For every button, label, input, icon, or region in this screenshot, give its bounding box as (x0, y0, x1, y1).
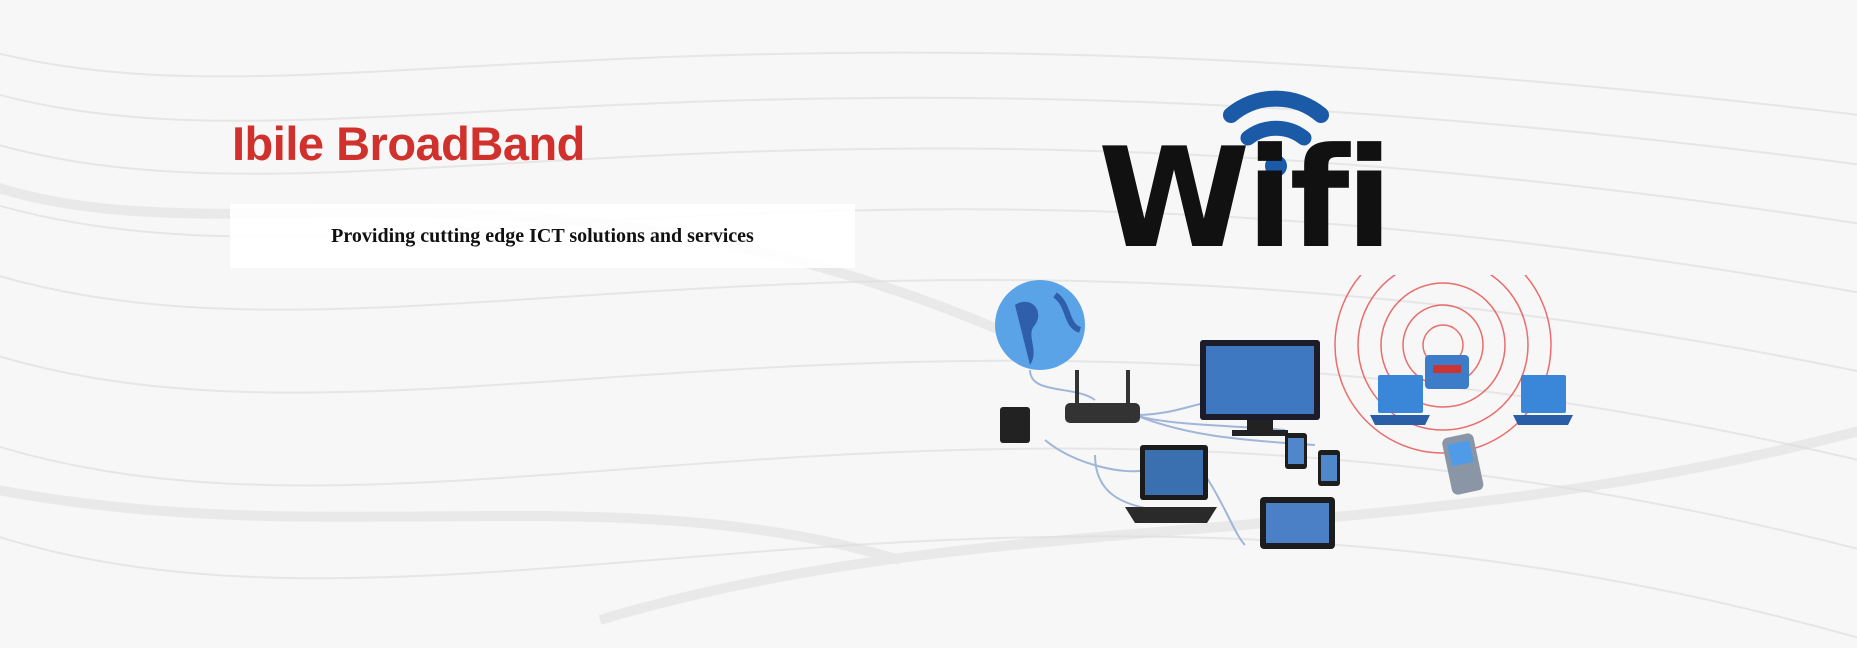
tagline: Providing cutting edge ICT solutions and… (331, 224, 754, 247)
tablet-icon (1260, 497, 1335, 549)
laptop-icon (1125, 445, 1217, 523)
wifi-signal-icon (1223, 90, 1329, 177)
wifi-label: Wifi (1098, 118, 1393, 279)
monitor-icon (1200, 340, 1320, 436)
wireless-tower-icon (1334, 275, 1552, 454)
mobile-phone-icon (1442, 433, 1484, 495)
network-illustration (995, 275, 1573, 549)
hard-drive-icon (1000, 407, 1030, 443)
router-icon (1065, 370, 1140, 423)
globe-icon (995, 280, 1085, 370)
brand-title: Ibile BroadBand (232, 117, 585, 170)
laptop-icon (1513, 375, 1573, 425)
laptop-icon (1370, 375, 1430, 425)
tagline-box: Providing cutting edge ICT solutions and… (230, 204, 855, 268)
